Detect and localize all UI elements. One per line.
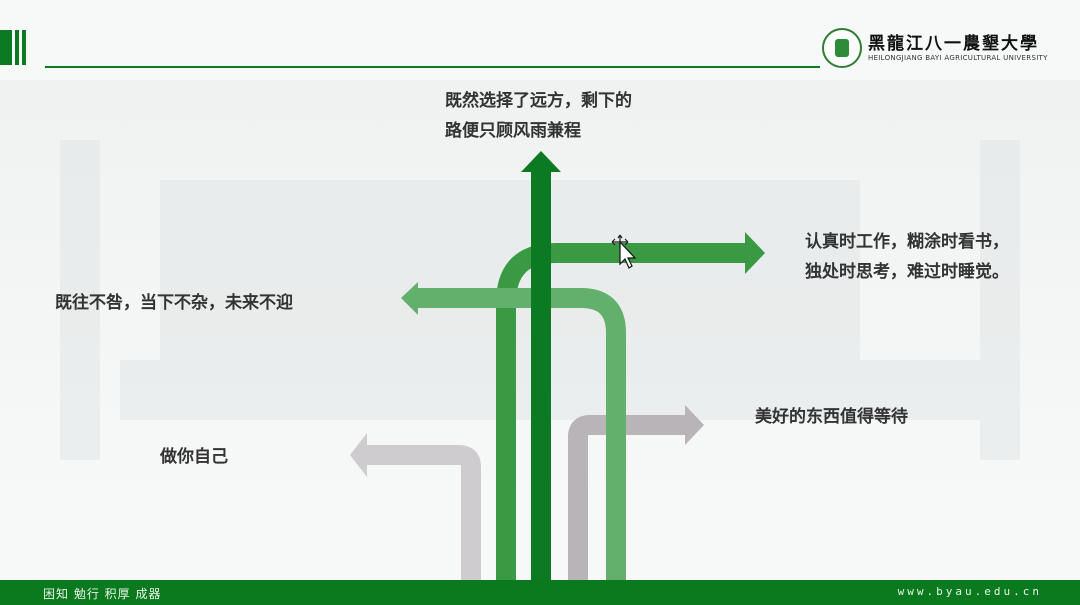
quote-up: 既然选择了远方，剩下的 路便只顾风雨兼程 [445,86,632,146]
header-accent-bars [0,30,26,65]
university-seal-icon [822,28,862,68]
arrow-green-left [401,282,626,580]
quote-left-low: 做你自己 [160,447,228,467]
arrow-gray-right [568,405,704,580]
quote-right-line-2: 独处时思考，难过时睡觉。 [805,262,1009,282]
quote-right-low: 美好的东西值得等待 [755,407,908,427]
quote-up-line-2: 路便只顾风雨兼程 [445,121,581,141]
logo-english-name: HEILONGJIANG BAYI AGRICULTURAL UNIVERSIT… [868,54,1048,62]
header-divider [45,66,820,68]
logo-chinese-name: 黑龍江八一農墾大學 [868,34,1039,54]
quote-right: 认真时工作，糊涂时看书， 独处时思考，难过时睡觉。 [805,227,1009,287]
university-logo: 黑龍江八一農墾大學 HEILONGJIANG BAYI AGRICULTURAL… [822,28,1048,68]
arrow-gray-left [350,433,481,580]
footer-bar: 困知 勉行 积厚 成器 www.byau.edu.cn [0,580,1080,605]
footer-motto: 困知 勉行 积厚 成器 [43,587,162,601]
quote-left: 既往不咎，当下不杂，未来不迎 [55,293,293,313]
quote-up-line-1: 既然选择了远方，剩下的 [445,91,632,111]
footer-url: www.byau.edu.cn [897,585,1042,598]
mouse-cursor-icon [611,234,637,269]
quote-right-line-1: 认真时工作，糊涂时看书， [805,232,1009,252]
arrow-green-up [521,151,561,580]
